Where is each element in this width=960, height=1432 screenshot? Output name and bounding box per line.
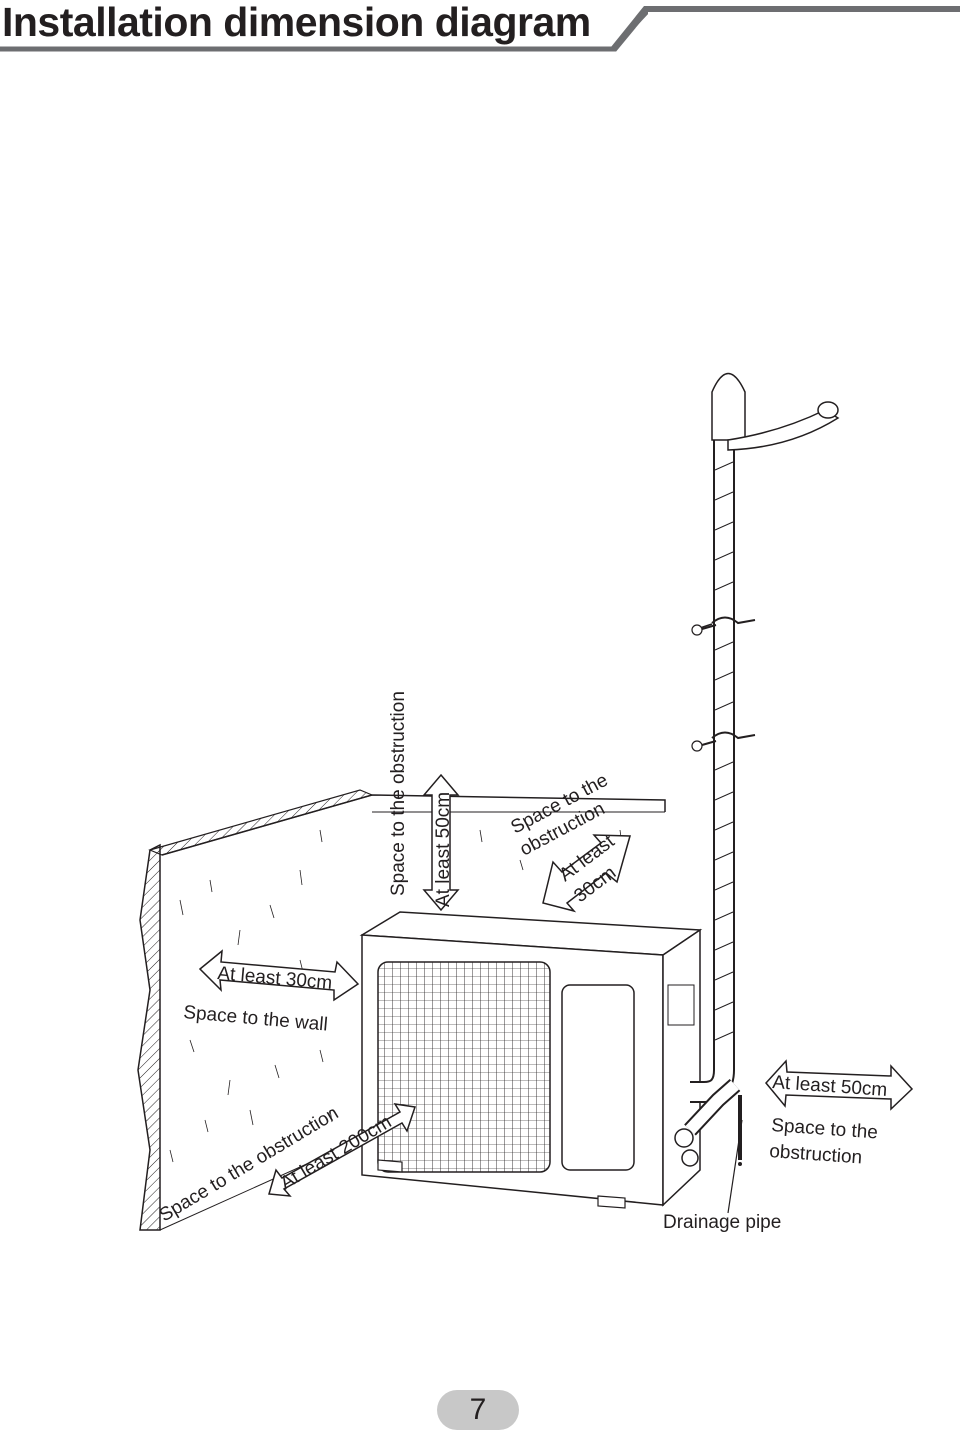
label-drainage-pipe: Drainage pipe xyxy=(663,1212,781,1233)
right-clearance-arrow xyxy=(765,1059,914,1111)
label-right-space-2: obstruction xyxy=(769,1141,863,1168)
pipe-lower-run-inner xyxy=(685,1080,739,1135)
piping xyxy=(684,372,840,1214)
wall xyxy=(137,789,666,1231)
wall-sleeve-end xyxy=(817,401,839,419)
page-number-badge: 7 xyxy=(437,1390,519,1430)
left-clearance-arrow xyxy=(198,949,360,1002)
unit-foot-right xyxy=(597,1195,626,1209)
wall-hatched-edge xyxy=(137,843,161,1231)
wall-top-hatch xyxy=(148,789,374,856)
drip xyxy=(738,1162,742,1166)
fan-grille xyxy=(377,961,551,1173)
label-left-distance: At least 30cm xyxy=(217,963,334,994)
back-clearance-arrow xyxy=(542,834,631,913)
clearance-arrows xyxy=(198,773,914,1197)
front-clearance-arrow xyxy=(268,1103,416,1197)
outdoor-unit xyxy=(359,911,703,1209)
label-right-space-1: Space to the xyxy=(771,1115,879,1143)
tape-wrap xyxy=(714,461,734,1041)
page-title: Installation dimension diagram xyxy=(2,0,591,45)
screw-icon xyxy=(691,740,717,752)
header-rule xyxy=(0,6,960,52)
wall-top-edge xyxy=(161,794,666,856)
drainage-leader-line xyxy=(727,1119,743,1214)
wall-texture xyxy=(169,829,623,1163)
insulated-pipe-inner xyxy=(690,440,733,1101)
screw-icon xyxy=(691,624,717,636)
indoor-unit-cap xyxy=(711,372,746,441)
service-panel xyxy=(561,984,635,1171)
page-number: 7 xyxy=(469,1393,487,1426)
unit-foot-left xyxy=(377,1159,403,1173)
label-left-space: Space to the wall xyxy=(183,1002,329,1036)
top-clearance-arrow xyxy=(422,773,460,912)
label-top-distance: At least 50cm xyxy=(433,792,454,907)
pipe-valves xyxy=(674,1128,699,1167)
wall-sleeve-bend xyxy=(727,409,840,451)
header-white-bar xyxy=(648,12,960,14)
header-band xyxy=(0,6,960,52)
pipe-clamp-upper xyxy=(699,616,756,629)
pipe-clamp-lower xyxy=(711,731,756,740)
label-top-space: Space to the obstruction xyxy=(388,691,409,896)
valve-cover xyxy=(667,984,695,1026)
